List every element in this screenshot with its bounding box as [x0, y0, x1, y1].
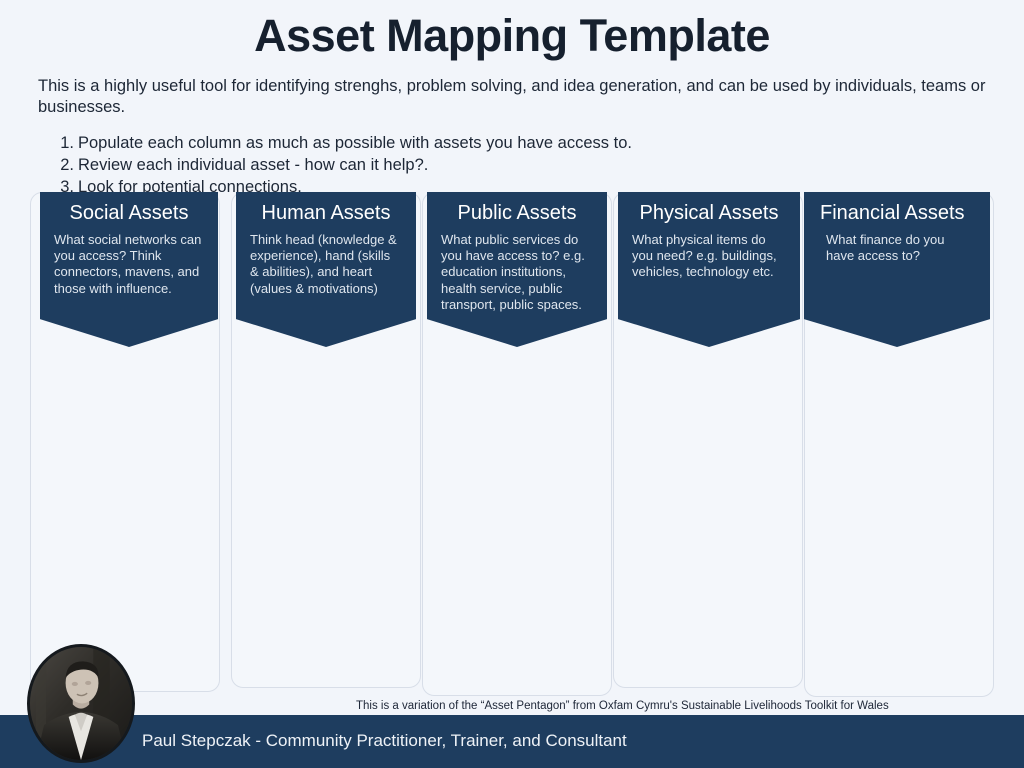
footer-bar: Paul Stepczak - Community Practitioner, …: [0, 715, 1024, 768]
asset-column-description-human: Think head (knowledge & experience), han…: [250, 232, 397, 296]
asset-column-description-physical: What physical items do you need? e.g. bu…: [632, 232, 777, 280]
asset-column-title-public: Public Assets: [457, 202, 577, 224]
footer-credit-text: Paul Stepczak - Community Practitioner, …: [142, 731, 627, 750]
asset-column-banner-physical: Physical Assets What physical items do y…: [618, 192, 800, 347]
avatar: [27, 644, 135, 763]
asset-column-banner-financial: Financial Assets What finance do you hav…: [804, 192, 990, 347]
asset-column-banner-human: Human Assets Think head (knowledge & exp…: [236, 192, 416, 347]
asset-column-description-social: What social networks can you access? Thi…: [54, 232, 202, 296]
step-item-2: Review each individual asset - how can i…: [54, 154, 429, 176]
intro-paragraph: This is a highly useful tool for identif…: [38, 77, 986, 116]
page-title: Asset Mapping Template: [254, 10, 770, 61]
asset-column-description-public: What public services do you have access …: [441, 232, 585, 312]
asset-column-title-human: Human Assets: [261, 202, 391, 224]
asset-column-banner-social: Social Assets What social networks can y…: [40, 192, 218, 347]
steps-list: Populate each column as much as possible…: [0, 132, 1024, 198]
avatar-portrait-icon: [30, 647, 132, 760]
asset-columns-board: Social Assets What social networks can y…: [0, 192, 1024, 702]
attribution-text: This is a variation of the “Asset Pentag…: [356, 700, 889, 712]
asset-column-title-financial: Financial Assets: [820, 202, 965, 224]
asset-column-title-social: Social Assets: [69, 202, 189, 224]
asset-column-description-financial: What finance do you have access to?: [826, 232, 945, 264]
asset-column-title-physical: Physical Assets: [639, 202, 779, 224]
step-item-1: Populate each column as much as possible…: [54, 132, 632, 154]
asset-column-banner-public: Public Assets What public services do yo…: [427, 192, 607, 347]
